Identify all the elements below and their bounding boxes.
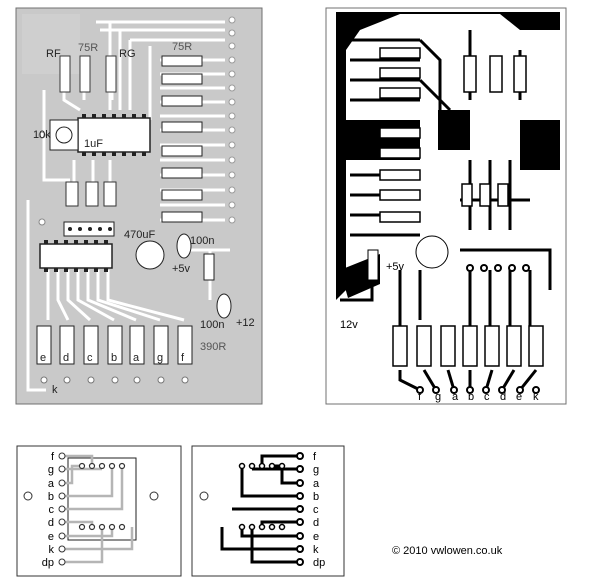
disp-left-pin-a: a	[48, 478, 55, 490]
plus12-label: +12	[236, 317, 255, 329]
cap-big-label: 470uF	[124, 229, 155, 241]
cap-100n-a-label: 100n	[190, 235, 214, 247]
solder-res-label-k: k	[533, 391, 539, 403]
solder-res-label-b: b	[468, 391, 474, 403]
r75b-label: 75R	[172, 41, 192, 53]
res-label-b: b	[111, 352, 117, 364]
disp-left-pin-f: f	[51, 451, 55, 463]
disp-left-pin-b: b	[48, 491, 54, 503]
solder-12v-label: 12v	[340, 319, 358, 331]
plus5-label: +5v	[172, 263, 191, 275]
cap-100n-b-label: 100n	[200, 319, 224, 331]
disp-left-pin-e: e	[48, 531, 54, 543]
res-label-g: g	[157, 352, 163, 364]
solder-side-board: +5v 12v f g a b c d e k	[325, 7, 567, 405]
disp-left-pin-d: d	[48, 517, 54, 529]
r390-label: 390R	[200, 341, 226, 353]
solder-plus5-label: +5v	[386, 261, 405, 273]
disp-left-pin-c: c	[49, 504, 55, 516]
disp-right-pin-a: a	[313, 478, 320, 490]
solder-res-label-f: f	[418, 391, 422, 403]
disp-right-pin-e: e	[313, 531, 319, 543]
disp-right-pin-k: k	[313, 544, 319, 556]
pot-label: 10k	[33, 129, 51, 141]
res-label-a: a	[133, 352, 140, 364]
display-right-panel: f g a b c d e k dp	[191, 445, 345, 577]
res-label-e: e	[40, 352, 46, 364]
rf-label: RF	[46, 48, 61, 60]
solder-res-label-d: d	[500, 391, 506, 403]
r75a-label: 75R	[78, 42, 98, 54]
disp-left-pin-dp: dp	[42, 557, 54, 569]
k-label-left: k	[52, 384, 58, 396]
copyright-text: © 2010 vwlowen.co.uk	[392, 545, 503, 557]
disp-left-pin-g: g	[48, 464, 54, 476]
res-label-f: f	[181, 352, 185, 364]
solder-res-label-c: c	[484, 391, 490, 403]
disp-left-pin-k: k	[49, 544, 55, 556]
rg-label: RG	[119, 48, 136, 60]
solder-res-label-e: e	[516, 391, 522, 403]
component-side-board: RF 75R RG 75R 10k 1uF 470uF 100n +5v 100…	[15, 7, 263, 405]
solder-res-label-a: a	[452, 391, 459, 403]
disp-right-pin-c: c	[313, 504, 319, 516]
disp-right-pin-f: f	[313, 451, 317, 463]
cap-small-label: 1uF	[84, 138, 103, 150]
disp-right-pin-dp: dp	[313, 557, 325, 569]
solder-res-label-g: g	[435, 391, 441, 403]
display-left-panel: f g a b c d e k dp	[16, 445, 182, 577]
disp-right-pin-b: b	[313, 491, 319, 503]
res-label-d: d	[63, 352, 69, 364]
disp-right-pin-g: g	[313, 464, 319, 476]
res-label-c: c	[87, 352, 93, 364]
disp-right-pin-d: d	[313, 517, 319, 529]
